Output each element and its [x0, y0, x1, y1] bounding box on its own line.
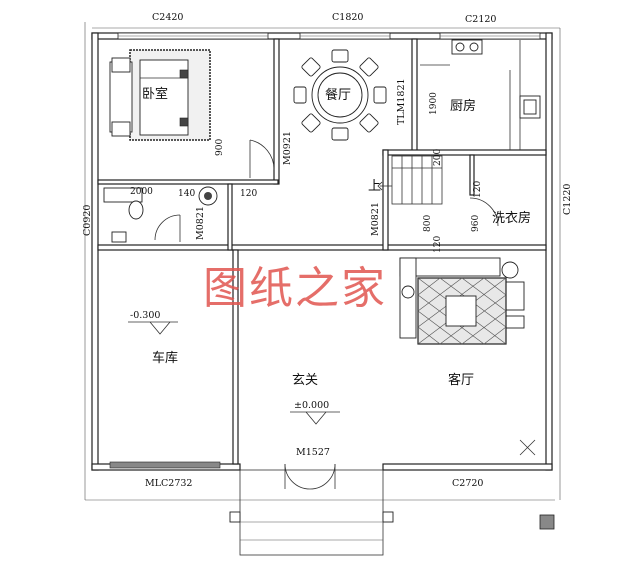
level-foyer: ±0.000	[294, 400, 329, 411]
room-label-kitchen: 厨房	[450, 98, 476, 114]
laundry-door	[469, 197, 499, 227]
foyer-level-marker	[290, 411, 340, 425]
entry-door	[284, 463, 336, 490]
dimension-800: 800	[423, 215, 433, 232]
bathroom-fixtures	[103, 186, 218, 243]
dimension-guides	[84, 22, 561, 501]
garage-level-marker	[128, 321, 178, 335]
door-code-m0821-left: M0821	[195, 206, 206, 240]
dining-table	[293, 49, 387, 141]
door-code-m0821-right: M0821	[370, 202, 381, 236]
door-code-m1527: M1527	[296, 447, 330, 458]
porch	[229, 469, 394, 556]
window-code-c0920: C0920	[82, 205, 93, 236]
watermark-text: 图纸之家	[203, 263, 387, 314]
staircase	[377, 155, 443, 205]
room-label-garage: 车库	[152, 350, 178, 366]
window-code-c1220: C1220	[562, 184, 573, 215]
room-label-laundry: 洗衣房	[492, 210, 531, 226]
door-code-tlm1821: TLM1821	[396, 78, 407, 125]
dimension-960: 960	[471, 215, 481, 232]
dimension-120-a: 120	[240, 189, 257, 199]
room-label-bedroom: 卧室	[142, 86, 168, 102]
interior-walls	[97, 38, 547, 465]
room-label-dining: 餐厅	[325, 87, 351, 103]
bedroom-bed	[109, 49, 211, 141]
dimension-120-b: 120	[473, 181, 483, 198]
dimension-120-c: 120	[433, 236, 443, 253]
corner-square	[519, 439, 555, 530]
dimension-1900: 1900	[429, 92, 439, 115]
kitchen-fixtures	[420, 39, 541, 119]
bedroom-door	[249, 139, 275, 178]
window-code-c2120: C2120	[465, 14, 496, 25]
room-label-living: 客厅	[448, 372, 474, 388]
level-garage: -0.300	[130, 310, 160, 321]
window-code-c2420: C2420	[152, 12, 183, 23]
door-code-m0921: M0921	[282, 131, 293, 165]
dimension-200: 200	[433, 149, 443, 166]
window-code-c1820: C1820	[332, 12, 363, 23]
living-sofa-set	[399, 257, 525, 345]
room-label-foyer: 玄关	[292, 373, 318, 388]
top-windows	[117, 32, 541, 40]
window-code-mlc2732: MLC2732	[145, 478, 192, 489]
dimension-140: 140	[178, 189, 195, 199]
stair-up-label: 上	[368, 179, 381, 194]
dimension-900: 900	[215, 139, 225, 156]
garage-door	[109, 461, 221, 469]
dimension-2000: 2000	[130, 187, 153, 197]
window-code-c2720: C2720	[452, 478, 483, 489]
